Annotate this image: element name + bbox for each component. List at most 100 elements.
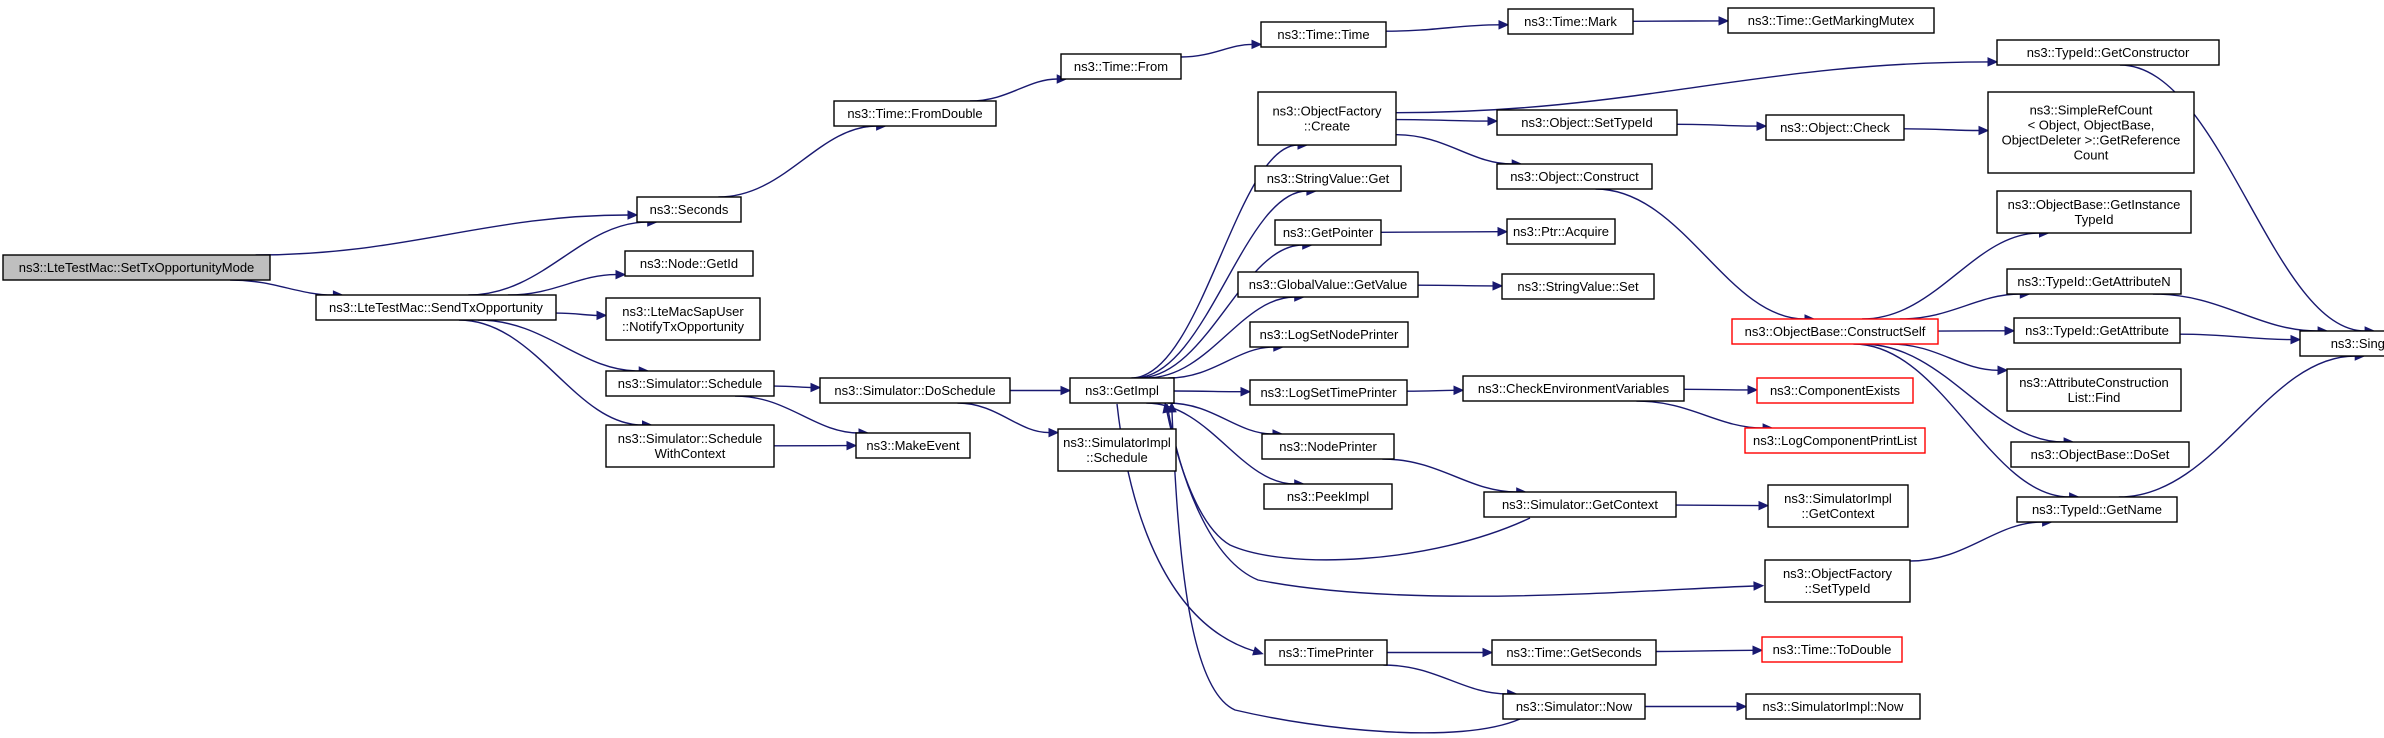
node-label: ns3::Simulator::Schedule — [618, 376, 763, 391]
node-box — [1260, 21, 1387, 48]
node-box — [2010, 441, 2190, 468]
node-box — [1263, 483, 1393, 510]
function-node[interactable]: ns3::Time::Mark — [1507, 8, 1634, 35]
edge-line — [1138, 244, 1303, 379]
edge-n33-to-n34 — [1406, 385, 1465, 396]
node-label: ns3::TypeId::GetAttribute — [2025, 323, 2169, 338]
function-node[interactable]: ns3::Simulator::Schedule — [605, 370, 775, 397]
edge-line — [1655, 649, 1754, 653]
function-node[interactable]: ns3::Simulator::GetContext — [1483, 491, 1677, 518]
edge-line — [1853, 343, 2070, 498]
node-box — [1501, 273, 1655, 300]
function-node[interactable]: ns3::Time::From — [1060, 53, 1182, 80]
node-box — [1744, 427, 1926, 454]
edge-n23-to-n15 — [2179, 333, 2302, 345]
arrowhead — [2290, 334, 2302, 345]
function-node[interactable]: ns3::LogSetNodePrinter — [1249, 321, 1409, 348]
node-box — [1745, 693, 1921, 720]
function-node[interactable]: ns3::Seconds — [636, 196, 742, 223]
edge-n45-to-n12 — [1167, 401, 1521, 734]
node-box — [1057, 428, 1177, 472]
edge-line — [477, 319, 640, 372]
node-label: ns3::ObjectFactory — [1272, 104, 1382, 119]
node-label: ns3::StringValue::Get — [1267, 171, 1390, 186]
node-box — [1257, 91, 1397, 146]
function-node[interactable]: ns3::LogComponentPrintList — [1744, 427, 1926, 454]
node-label: ns3::Object::Construct — [1510, 169, 1639, 184]
function-node[interactable]: ns3::Singleton::Get — [2299, 330, 2384, 357]
node-box — [1765, 114, 1905, 141]
function-node[interactable]: ns3::TypeId::GetConstructor — [1996, 39, 2220, 66]
edge-line — [1173, 390, 1242, 393]
function-node[interactable]: ns3::Simulator::DoSchedule — [819, 377, 1011, 404]
function-node[interactable]: ns3::Simulator::Now — [1502, 693, 1646, 720]
function-node[interactable]: ns3::ObjectBase::ConstructSelf — [1731, 318, 1939, 345]
edge-n13-to-n19 — [1395, 134, 1523, 169]
function-node[interactable]: ns3::ObjectBase::DoSet — [2010, 441, 2190, 468]
function-node[interactable]: ns3::Time::FromDouble — [833, 100, 997, 127]
node-label: ns3::Time::Time — [1277, 27, 1369, 42]
function-node[interactable]: ns3::GlobalValue::GetValue — [1237, 271, 1419, 298]
function-node[interactable]: ns3::Time::ToDouble — [1761, 636, 1903, 663]
function-node[interactable]: ns3::SimulatorImpl::GetContext — [1767, 484, 1909, 528]
function-node[interactable]: ns3::TypeId::GetAttribute — [2013, 317, 2181, 344]
node-label: ns3::Time::From — [1074, 59, 1168, 74]
edge-n20-to-n24 — [1890, 343, 2009, 376]
arrowhead — [1167, 401, 1177, 413]
edge-n16-to-n17 — [1676, 121, 1768, 131]
edge-line — [718, 125, 877, 198]
function-node[interactable]: ns3::Time::GetMarkingMutex — [1727, 7, 1935, 34]
function-node[interactable]: ns3::Object::Construct — [1496, 163, 1653, 190]
function-node[interactable]: ns3::SimpleRefCount< Object, ObjectBase,… — [1987, 91, 2195, 174]
edge-n43-to-n44 — [1655, 645, 1764, 656]
function-node[interactable]: ns3::ObjectFactory::SetTypeId — [1764, 559, 1911, 603]
node-label: ::SetTypeId — [1805, 581, 1871, 596]
edge-line — [1899, 293, 2021, 320]
function-node[interactable]: ns3::LteMacSapUser::NotifyTxOpportunity — [605, 297, 761, 341]
node-label: ::GetContext — [1802, 506, 1875, 521]
function-node[interactable]: ns3::Time::Time — [1260, 21, 1387, 48]
function-node[interactable]: ns3::PeekImpl — [1263, 483, 1393, 510]
edge-n49-to-n48 — [773, 440, 858, 451]
function-node[interactable]: ns3::NodePrinter — [1261, 433, 1395, 460]
function-node[interactable]: ns3::Object::SetTypeId — [1496, 109, 1678, 136]
function-node[interactable]: ns3::SimulatorImpl::Schedule — [1057, 428, 1177, 472]
function-node[interactable]: ns3::ObjectFactory::Create — [1257, 91, 1397, 146]
node-box — [605, 424, 775, 468]
function-node[interactable]: ns3::CheckEnvironmentVariables — [1462, 375, 1685, 402]
edge-n13-to-n14 — [1395, 57, 1999, 114]
function-node[interactable]: ns3::LteTestMac::SetTxOpportunityMode — [2, 254, 271, 281]
node-box — [315, 294, 557, 321]
node-label: < Object, ObjectBase, — [2028, 118, 2155, 133]
function-node[interactable]: ns3::GetPointer — [1274, 219, 1382, 246]
node-box — [1254, 165, 1402, 192]
function-node[interactable]: ns3::Time::GetSeconds — [1491, 639, 1657, 666]
function-node[interactable]: ns3::TypeId::GetName — [2016, 496, 2178, 523]
function-node[interactable]: ns3::TimePrinter — [1264, 639, 1388, 666]
edge-line — [1861, 343, 2065, 443]
function-node[interactable]: ns3::TypeId::GetAttributeN — [2006, 268, 2182, 295]
function-node[interactable]: ns3::StringValue::Set — [1501, 273, 1655, 300]
function-node[interactable]: ns3::LteTestMac::SendTxOpportunity — [315, 294, 557, 321]
function-node[interactable]: ns3::Object::Check — [1765, 114, 1905, 141]
function-node[interactable]: ns3::LogSetTimePrinter — [1249, 379, 1408, 406]
node-label: ns3::LogComponentPrintList — [1753, 433, 1917, 448]
function-node[interactable]: ns3::GetImpl — [1069, 377, 1175, 404]
function-node[interactable]: ns3::StringValue::Get — [1254, 165, 1402, 192]
node-box — [855, 432, 971, 459]
node-label: ns3::GlobalValue::GetValue — [1249, 277, 1408, 292]
node-label: ns3::LogSetNodePrinter — [1260, 327, 1399, 342]
node-label: ns3::Singleton::Get — [2331, 336, 2384, 351]
edge-line — [2179, 333, 2292, 341]
arrowhead — [1978, 125, 1990, 136]
node-label: ns3::TypeId::GetAttributeN — [2017, 274, 2170, 289]
function-node[interactable]: ns3::ComponentExists — [1756, 377, 1914, 404]
function-node[interactable]: ns3::SimulatorImpl::Now — [1745, 693, 1921, 720]
function-node[interactable]: ns3::Node::GetId — [624, 250, 754, 277]
function-node[interactable]: ns3::Ptr::Acquire — [1506, 218, 1616, 245]
node-box — [1506, 218, 1616, 245]
function-node[interactable]: ns3::MakeEvent — [855, 432, 971, 459]
